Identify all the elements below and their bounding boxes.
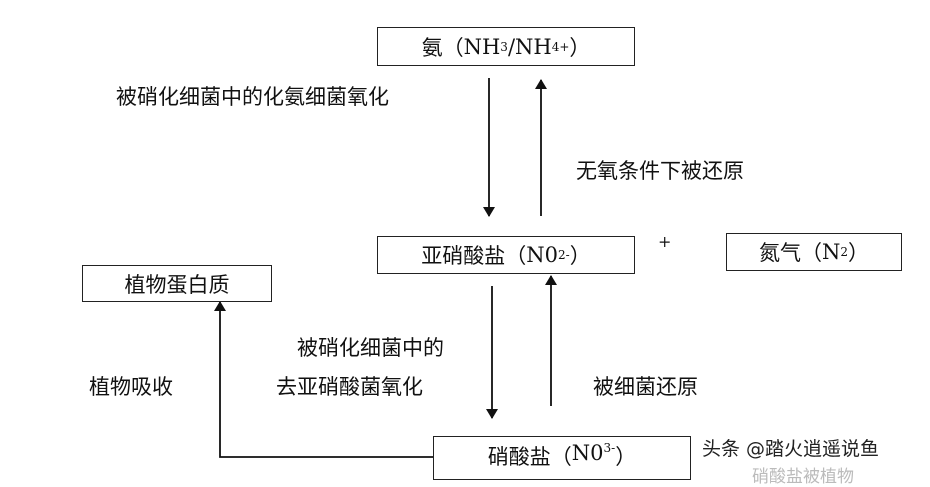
watermark: 头条 @踏火逍遥说鱼 xyxy=(702,438,880,460)
ammonia-name: 氨 xyxy=(421,35,443,60)
edge-label-nitrite-to-nitrate-line1: 被硝化细菌中的 xyxy=(297,336,444,360)
edge-label-nitrate-to-plant: 植物吸收 xyxy=(89,375,173,399)
arrow-nitrate-to-plant xyxy=(214,301,433,458)
nitrate-name: 硝酸盐 xyxy=(487,445,551,469)
edge-label-nitrate-to-nitrite: 被细菌还原 xyxy=(593,375,698,399)
ammonia-formula-nh: NH xyxy=(463,34,501,59)
edge-label-nitrite-to-ammonia: 无氧条件下被还原 xyxy=(576,159,744,183)
nitrate-formula: N0 xyxy=(571,441,604,465)
plant-protein-label: 植物蛋白质 xyxy=(124,272,230,297)
nitrogen-gas-name: 氮气 xyxy=(758,241,801,265)
plus-sign: + xyxy=(658,232,672,251)
nitrite-formula: N0 xyxy=(526,243,559,267)
nitrite-name: 亚硝酸盐 xyxy=(421,244,506,268)
faded-text: 硝酸盐被植物 xyxy=(752,467,854,487)
arrows-layer xyxy=(214,78,557,458)
edge-label-ammonia-to-nitrite: 被硝化细菌中的化氨细菌氧化 xyxy=(116,85,389,109)
edge-label-nitrite-to-nitrate-line2: 去亚硝酸菌氧化 xyxy=(276,375,423,399)
plant-protein-node: 植物蛋白质 xyxy=(82,265,272,302)
